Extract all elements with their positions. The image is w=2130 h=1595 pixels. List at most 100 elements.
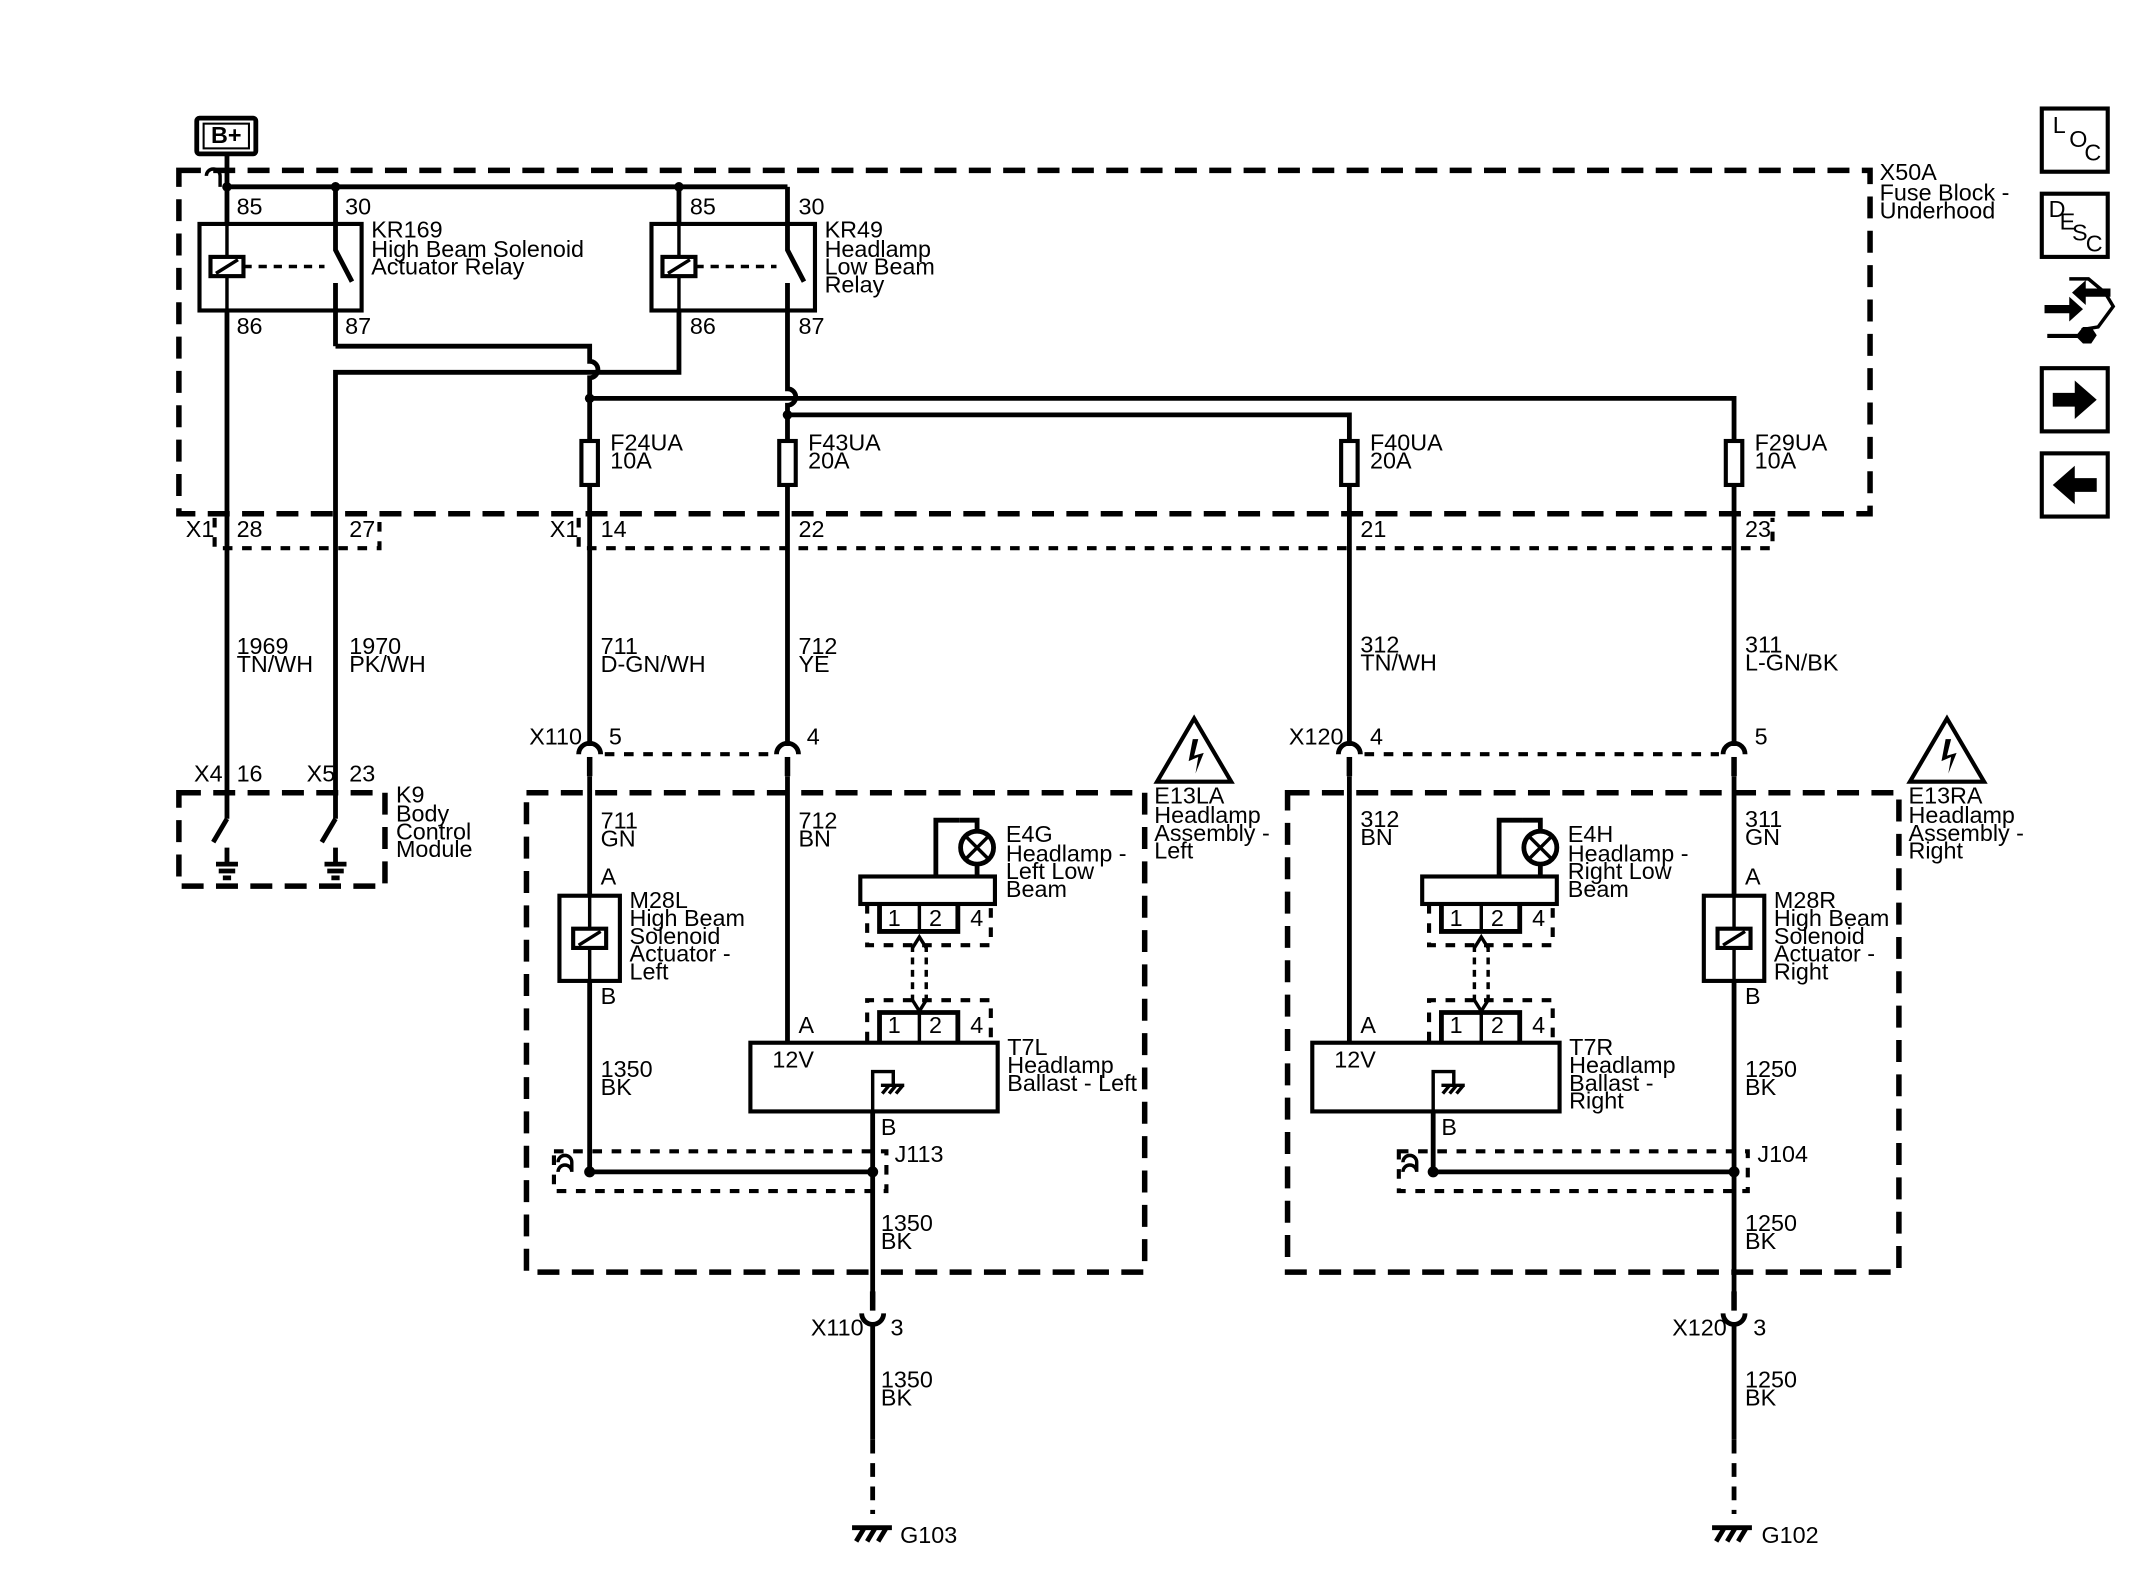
x120-ground-pin: 3: [1753, 1314, 1766, 1340]
f29ua-id: F29UA: [1755, 430, 1828, 456]
right-ground-circ-color-2: BK: [1745, 1384, 1777, 1410]
left-ground-circ-color: BK: [881, 1228, 913, 1254]
kr49-name-2: Low Beam: [825, 254, 935, 280]
circuit-labels: 1969 TN/WH 1970 PK/WH 711 D-GN/WH 712 YE…: [237, 632, 1839, 677]
desc-button[interactable]: D E S C: [2039, 191, 2110, 259]
bcm-name-1: Body: [396, 801, 450, 827]
e13ra-name-3: Right: [1909, 838, 1964, 864]
loc-letter-l: L: [2053, 112, 2066, 138]
e4g-pin-1: 1: [888, 905, 901, 931]
left-ground-path: X110 3 1350 BK G103: [811, 1291, 957, 1548]
e4h-name-1: Headlamp -: [1568, 840, 1689, 866]
circuit-312-color: TN/WH: [1360, 649, 1437, 675]
power-source-b-plus: B+: [194, 115, 259, 157]
e4g-id: E4G: [1006, 821, 1053, 847]
connector-x1-right: X1 14 22 21 23: [550, 516, 1775, 551]
right-solenoid-ground-num: 1250: [1745, 1056, 1797, 1082]
e4g-pin-4: 4: [970, 905, 983, 931]
f40ua-rating: 20A: [1370, 447, 1412, 473]
circuit-1970-color: PK/WH: [349, 651, 426, 677]
kr169-pin-87: 87: [345, 313, 371, 339]
kr49-id: KR49: [825, 217, 883, 243]
circuit-711-color: D-GN/WH: [601, 651, 706, 677]
left-solenoid-ground-num: 1350: [601, 1056, 653, 1082]
bcm-x4-pin: 16: [237, 761, 263, 787]
left-ground-circ-num-2: 1350: [881, 1367, 933, 1393]
x110-ground-pin: 3: [891, 1314, 904, 1340]
e4h-id: E4H: [1568, 821, 1613, 847]
x1-left-label: X1: [186, 516, 215, 542]
m28r-name-2: Solenoid: [1774, 923, 1865, 949]
t7l-pin-b: B: [881, 1114, 897, 1140]
t7r-pin-2: 2: [1491, 1012, 1504, 1038]
t7l-pin-a: A: [798, 1012, 814, 1038]
t7l-name-2: Ballast - Left: [1007, 1070, 1137, 1096]
j104-label: J104: [1757, 1141, 1808, 1167]
esd-warning-icon: [1906, 714, 1988, 784]
kr49-pin-86: 86: [690, 313, 716, 339]
bcm-id: K9: [396, 781, 425, 807]
bcm-x5: X5: [307, 761, 336, 787]
t7r-name-1: Headlamp: [1569, 1052, 1675, 1078]
m28l-name-4: Left: [630, 959, 669, 985]
previous-arrow-button[interactable]: [2039, 451, 2110, 519]
m28l-name-1: High Beam: [630, 905, 745, 931]
e13ra-id: E13RA: [1909, 783, 1983, 809]
fuse-block-name: Fuse Block -: [1880, 180, 2010, 206]
circuit-312-bn-num: 312: [1360, 806, 1399, 832]
left-ground-circ-color-2: BK: [881, 1384, 913, 1410]
kr49-name-1: Headlamp: [825, 236, 931, 262]
e4g-pin-2: 2: [929, 905, 942, 931]
circuit-311-color: L-GN/BK: [1745, 649, 1839, 675]
circuit-311-num: 311: [1745, 632, 1782, 658]
pin-28: 28: [237, 516, 263, 542]
right-ground-circ-num: 1250: [1745, 1210, 1797, 1236]
circuit-712-color: YE: [798, 651, 829, 677]
t7l-voltage: 12V: [772, 1046, 814, 1072]
kr169-pin-85: 85: [237, 193, 263, 219]
fuse-block-outline: [176, 167, 1873, 517]
loc-letter-o: O: [2069, 126, 2087, 152]
e4h-pin-4: 4: [1532, 905, 1545, 931]
t7l-id: T7L: [1007, 1034, 1047, 1060]
loc-letter-c: C: [2084, 140, 2101, 166]
x110-ground-label: X110: [811, 1314, 864, 1340]
m28l-pin-a: A: [601, 864, 617, 890]
kr169-id: KR169: [371, 217, 442, 243]
loc-button[interactable]: L O C: [2039, 106, 2110, 174]
e13la-name-1: Headlamp: [1154, 802, 1260, 828]
x110-pin-5: 5: [609, 724, 622, 750]
circuit-312-num: 312: [1360, 632, 1399, 658]
bcm-x5-pin: 23: [349, 761, 375, 787]
t7r-name-2: Ballast -: [1569, 1070, 1653, 1096]
circuit-1970-num: 1970: [349, 633, 401, 659]
kr169-name-2: Actuator Relay: [371, 254, 524, 280]
f43ua-id: F43UA: [808, 430, 881, 456]
kr169-name-1: High Beam Solenoid: [371, 236, 584, 262]
circuit-312-bn-color: BN: [1360, 824, 1392, 850]
connector-tools-button[interactable]: [2044, 277, 2116, 344]
kr49-name-3: Relay: [825, 272, 885, 298]
m28r-id: M28R: [1774, 887, 1836, 913]
j113-label: J113: [895, 1141, 944, 1167]
circuit-1969-num: 1969: [237, 633, 289, 659]
g102-label: G102: [1762, 1522, 1819, 1548]
desc-letter-d: D: [2049, 196, 2066, 222]
m28r-name-4: Right: [1774, 959, 1829, 985]
circuit-311-gn-color: GN: [1745, 824, 1780, 850]
circuit-712-bn-num: 712: [798, 807, 837, 833]
m28l-name-2: Solenoid: [630, 923, 721, 949]
f43ua-rating: 20A: [808, 447, 850, 473]
next-arrow-button[interactable]: [2039, 366, 2110, 434]
power-label: B+: [211, 122, 242, 148]
pin-22: 22: [798, 516, 824, 542]
e13ra-name-2: Assembly -: [1909, 820, 2024, 846]
circuit-311-gn-num: 311: [1745, 806, 1782, 832]
kr49-pin-30: 30: [798, 193, 824, 219]
m28l-pin-b: B: [601, 983, 617, 1009]
circuit-712-num: 712: [798, 633, 837, 659]
e4h-pin-2: 2: [1491, 905, 1504, 931]
fuse-f43ua: F43UA 20A: [777, 430, 881, 488]
pin-14: 14: [601, 516, 627, 542]
e4g-name-2: Left Low: [1006, 858, 1094, 884]
